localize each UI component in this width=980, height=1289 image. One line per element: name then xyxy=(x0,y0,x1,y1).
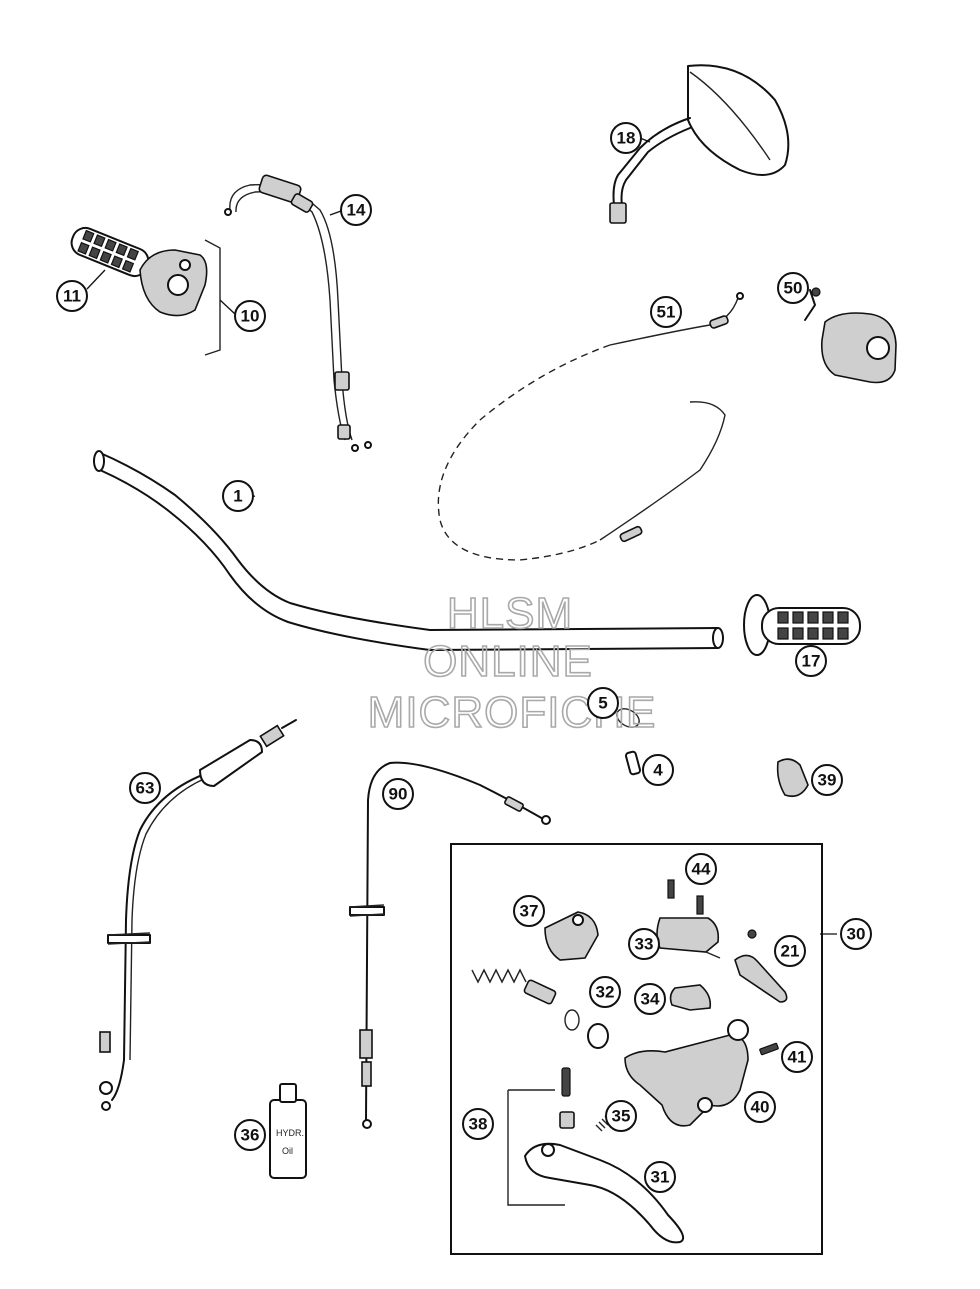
callout-41: 41 xyxy=(781,1041,813,1073)
watermark-line1: HLSM xyxy=(447,589,573,638)
callout-label: 31 xyxy=(651,1168,670,1187)
callout-label: 33 xyxy=(635,935,654,954)
callout-4: 4 xyxy=(642,754,674,786)
throttle-housing xyxy=(139,239,221,356)
cable-holder xyxy=(776,758,809,798)
hose-clamp xyxy=(616,708,640,728)
master-cylinder xyxy=(624,1019,749,1127)
callout-14: 14 xyxy=(340,194,372,226)
callout-44: 44 xyxy=(685,853,717,885)
callout-label: 30 xyxy=(847,925,866,944)
callout-51: 51 xyxy=(650,296,682,328)
callout-17: 17 xyxy=(795,645,827,677)
callout-label: 39 xyxy=(818,771,837,790)
callout-11: 11 xyxy=(56,280,88,312)
reservoir-cover xyxy=(656,917,721,959)
callout-label: 5 xyxy=(598,694,607,713)
callout-label: 34 xyxy=(641,990,660,1009)
callout-label: 36 xyxy=(241,1126,260,1145)
callout-label: 4 xyxy=(653,761,663,780)
callout-36: 36 xyxy=(234,1119,266,1151)
clutch-cable xyxy=(437,292,744,561)
callout-39: 39 xyxy=(811,764,843,796)
callout-label: 18 xyxy=(617,129,636,148)
right-grip xyxy=(743,594,861,656)
callout-label: 1 xyxy=(233,487,242,506)
callout-63: 63 xyxy=(129,772,161,804)
callout-18: 18 xyxy=(610,122,642,154)
callout-31: 31 xyxy=(644,1161,676,1193)
callout-label: 41 xyxy=(788,1048,807,1067)
callout-34: 34 xyxy=(634,983,666,1015)
throttle-cables xyxy=(224,174,372,452)
callout-label: 51 xyxy=(657,303,676,322)
callout-label: 21 xyxy=(781,942,800,961)
callout-38: 38 xyxy=(462,1108,494,1140)
diaphragm xyxy=(669,984,712,1011)
callout-label: 37 xyxy=(520,902,539,921)
callout-1: 1 xyxy=(222,480,254,512)
hydraulic-oil-bottle: HYDR. Oil xyxy=(269,1083,307,1179)
callout-label: 38 xyxy=(469,1115,488,1134)
lever-adjuster xyxy=(734,929,788,1003)
bottle-label-line2: Oil xyxy=(282,1146,293,1156)
callout-33: 33 xyxy=(628,928,660,960)
callout-label: 40 xyxy=(751,1098,770,1117)
brake-hose xyxy=(99,719,297,1111)
callout-37: 37 xyxy=(513,895,545,927)
callout-35: 35 xyxy=(605,1100,637,1132)
mirror xyxy=(609,64,790,224)
callout-label: 50 xyxy=(784,279,803,298)
watermark-line2: ONLINE xyxy=(423,637,593,686)
callout-label: 90 xyxy=(389,785,408,804)
clamp-screw xyxy=(759,1042,779,1056)
callout-90: 90 xyxy=(382,778,414,810)
callout-10: 10 xyxy=(234,300,266,332)
lever-spring xyxy=(595,1115,612,1132)
clamp-37 xyxy=(544,911,599,961)
callout-21: 21 xyxy=(774,935,806,967)
callout-label: 63 xyxy=(136,779,155,798)
callout-label: 35 xyxy=(612,1107,631,1126)
callout-32: 32 xyxy=(589,976,621,1008)
callout-label: 44 xyxy=(692,860,711,879)
callout-5: 5 xyxy=(587,687,619,719)
callout-40: 40 xyxy=(744,1091,776,1123)
callout-label: 10 xyxy=(241,307,260,326)
piston-kit xyxy=(471,968,609,1049)
lever-pin xyxy=(507,1067,575,1206)
callout-30: 30 xyxy=(840,918,872,950)
callout-label: 17 xyxy=(802,652,821,671)
left-grip xyxy=(70,226,150,278)
bottle-label-line1: HYDR. xyxy=(276,1128,304,1138)
callout-label: 32 xyxy=(596,983,615,1002)
handlebar xyxy=(93,450,724,651)
kill-switch xyxy=(804,287,897,384)
callout-label: 11 xyxy=(63,287,81,306)
sleeve xyxy=(624,750,642,776)
brake-lever xyxy=(524,1142,684,1244)
cover-screws xyxy=(667,879,704,915)
callout-50: 50 xyxy=(777,272,809,304)
watermark: HLSM ONLINE MICROFICHE xyxy=(367,588,656,738)
master-cylinder-kit-box xyxy=(450,843,823,1255)
callout-label: 14 xyxy=(347,201,366,220)
cable-90 xyxy=(349,761,551,1129)
